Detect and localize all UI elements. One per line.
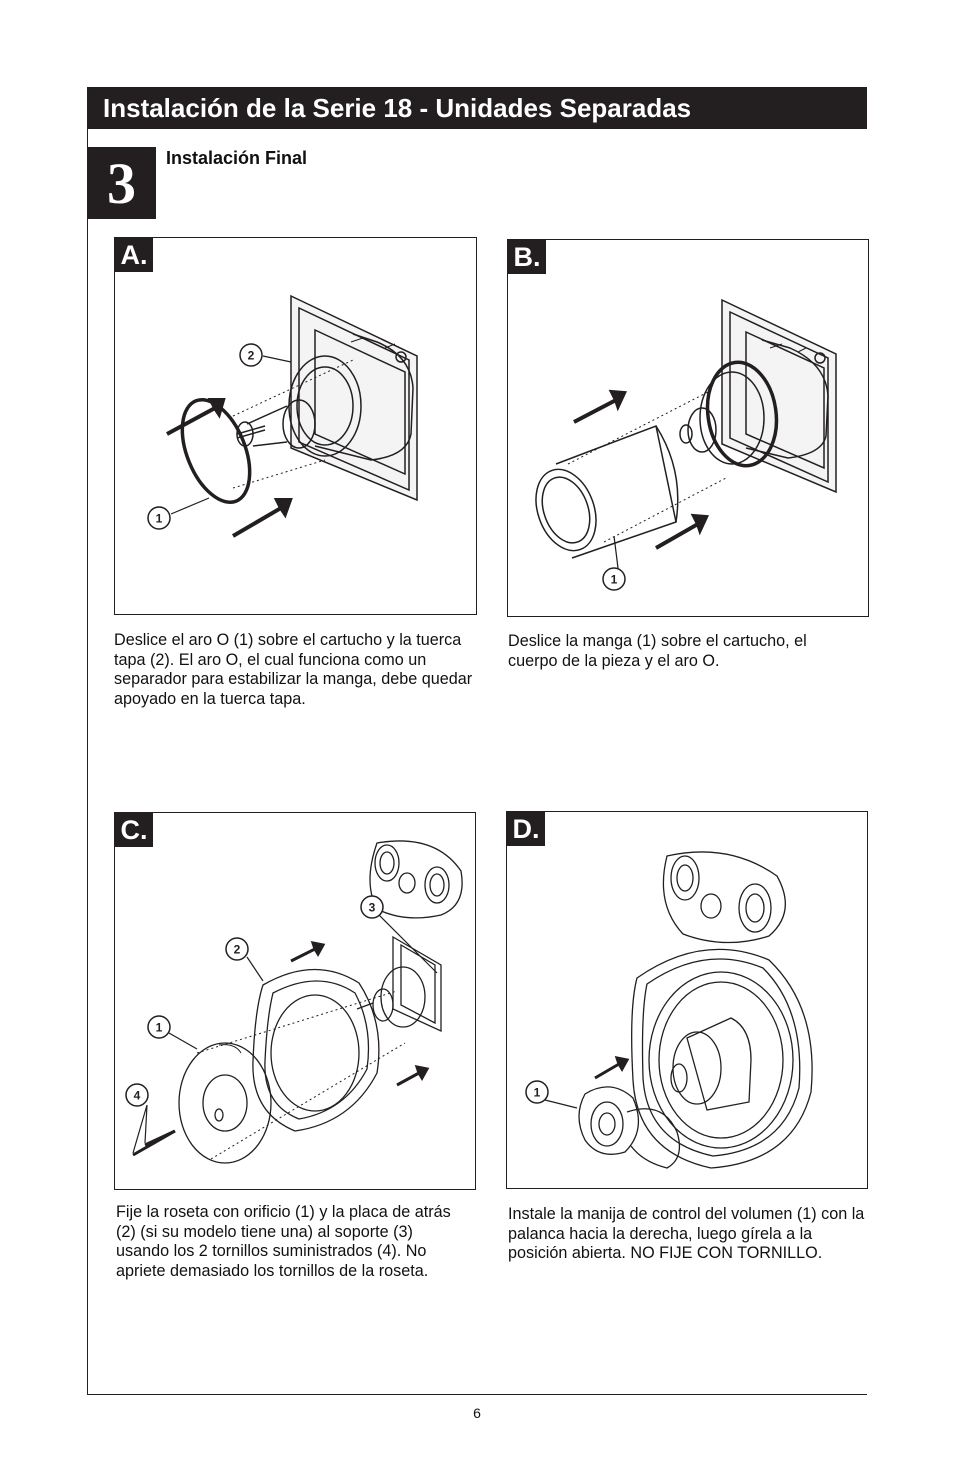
panel-a-label: A. [115,238,153,272]
callout-2-label: 2 [234,943,241,957]
callout-3 [360,895,384,919]
callout-1 [525,1080,549,1104]
panel-d-label: D. [507,812,545,846]
panel-b: B. 1 [507,239,869,617]
panel-a-illustration: 2 1 [147,294,418,538]
frame-bottom-rule [87,1394,867,1395]
frame-left-rule [87,129,88,1395]
callout-3-label: 3 [369,901,376,915]
step-title: Instalación Final [166,148,308,168]
panel-b-label: B. [508,240,546,274]
section-title: Instalación de la Serie 18 - Unidades Se… [103,93,692,123]
panel-c-illustration: 3 2 1 4 [125,840,463,1164]
panel-c: C. [114,812,476,1190]
panel-a-caption: Deslice el aro O (1) sobre el cartucho y… [114,631,473,708]
callout-1-label: 1 [156,1021,163,1035]
panel-d: D. 1 [506,811,868,1189]
callout-1 [147,506,171,530]
callout-2-label: 2 [248,349,255,363]
step-number: 3 [87,147,156,219]
callout-1 [602,567,626,591]
panel-d-illustration: 1 [525,851,813,1169]
callout-2 [239,343,263,367]
panel-d-caption: Instale la manija de control del volumen… [508,1205,865,1262]
panel-b-illustration: 1 [535,298,837,591]
callout-1-label: 1 [611,573,618,587]
callout-4-label: 4 [134,1089,141,1103]
callout-1-label: 1 [534,1086,541,1100]
panel-c-caption: Fije la roseta con orificio (1) y la pla… [116,1203,451,1280]
callout-1 [147,1015,171,1039]
page-number: 6 [473,1405,481,1421]
panel-c-label: C. [115,813,153,847]
callout-1-label: 1 [156,512,163,526]
panel-a: A. 2 1 [114,237,477,615]
callout-4 [125,1083,149,1107]
section-title-bar: Instalación de la Serie 18 - Unidades Se… [87,87,867,129]
callout-2 [225,937,249,961]
panel-b-caption: Deslice la manga (1) sobre el cartucho, … [508,632,807,670]
